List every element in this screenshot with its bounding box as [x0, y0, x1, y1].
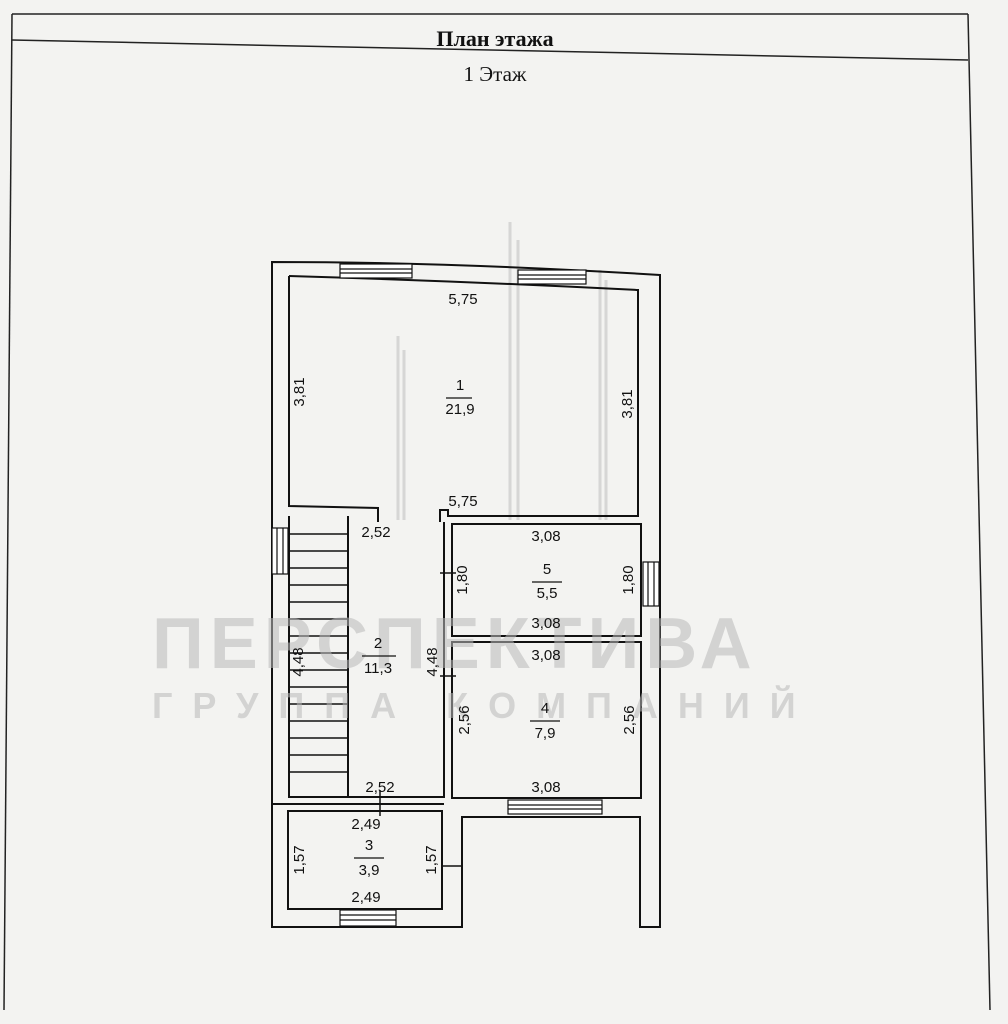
room-4-area: 7,9 [535, 725, 556, 742]
room-4-dim-left: 2,56 [456, 705, 473, 734]
room-4-number: 4 [541, 700, 549, 717]
windows [271, 263, 660, 927]
room-5-number: 5 [543, 561, 551, 578]
room-2-area: 11,3 [364, 660, 392, 677]
room-3-number: 3 [365, 837, 373, 854]
room-1-dim-bottom: 5,75 [448, 493, 477, 510]
room-2-dim-top: 2,52 [361, 524, 390, 541]
room-2-dim-left: 4,48 [290, 647, 307, 676]
room-1-dim-top: 5,75 [448, 291, 477, 308]
room-4-outline [451, 641, 642, 799]
outer-walls [271, 260, 661, 928]
room-2-dim-right: 4,48 [424, 647, 441, 676]
room-1-number: 1 [456, 377, 464, 394]
watermark-title: ПЕРСПЕКТИВА [152, 604, 758, 684]
room-5-dim-bottom: 3,08 [531, 615, 560, 632]
watermark-subtitle: ГРУППА КОМПАНИЙ [152, 684, 816, 726]
room-1-dim-left: 3,81 [291, 377, 308, 406]
room-5-outline [451, 523, 642, 637]
window-bottom-room3 [339, 909, 397, 927]
room-2-number: 2 [374, 635, 382, 652]
room-5-dim-right: 1,80 [620, 565, 637, 594]
room-5-dim-top: 3,08 [531, 528, 560, 545]
room-outlines [272, 275, 642, 910]
room-4-dim-right: 2,56 [621, 705, 638, 734]
door-marks [360, 548, 462, 890]
room-5-dim-left: 1,80 [454, 565, 471, 594]
window-bottom-room4 [507, 799, 603, 815]
window-right-room5 [642, 561, 660, 607]
window-top-left [339, 263, 413, 279]
watermark-strokes [396, 222, 608, 520]
page-title: План этажа [436, 26, 554, 51]
room-labels [354, 397, 562, 859]
room-1-area: 21,9 [445, 401, 474, 418]
window-left-stair [271, 527, 289, 575]
room-1-outline [288, 275, 639, 522]
staircase [289, 533, 348, 773]
room-3-dim-top: 2,49 [351, 816, 380, 833]
room-3-dim-right: 1,57 [423, 845, 440, 874]
room-4-dim-top: 3,08 [531, 647, 560, 664]
window-top-right [517, 269, 587, 285]
room-3-dim-left: 1,57 [291, 845, 308, 874]
floor-label: 1 Этаж [463, 62, 527, 86]
sheet-frame [3, 13, 991, 1011]
room-2-dim-bottom: 2,52 [365, 779, 394, 796]
room-5-area: 5,5 [537, 585, 558, 602]
room-3-area: 3,9 [359, 862, 380, 879]
room-4-dim-bottom: 3,08 [531, 779, 560, 796]
room-1-dim-right: 3,81 [619, 389, 636, 418]
room-3-dim-bottom: 2,49 [351, 889, 380, 906]
